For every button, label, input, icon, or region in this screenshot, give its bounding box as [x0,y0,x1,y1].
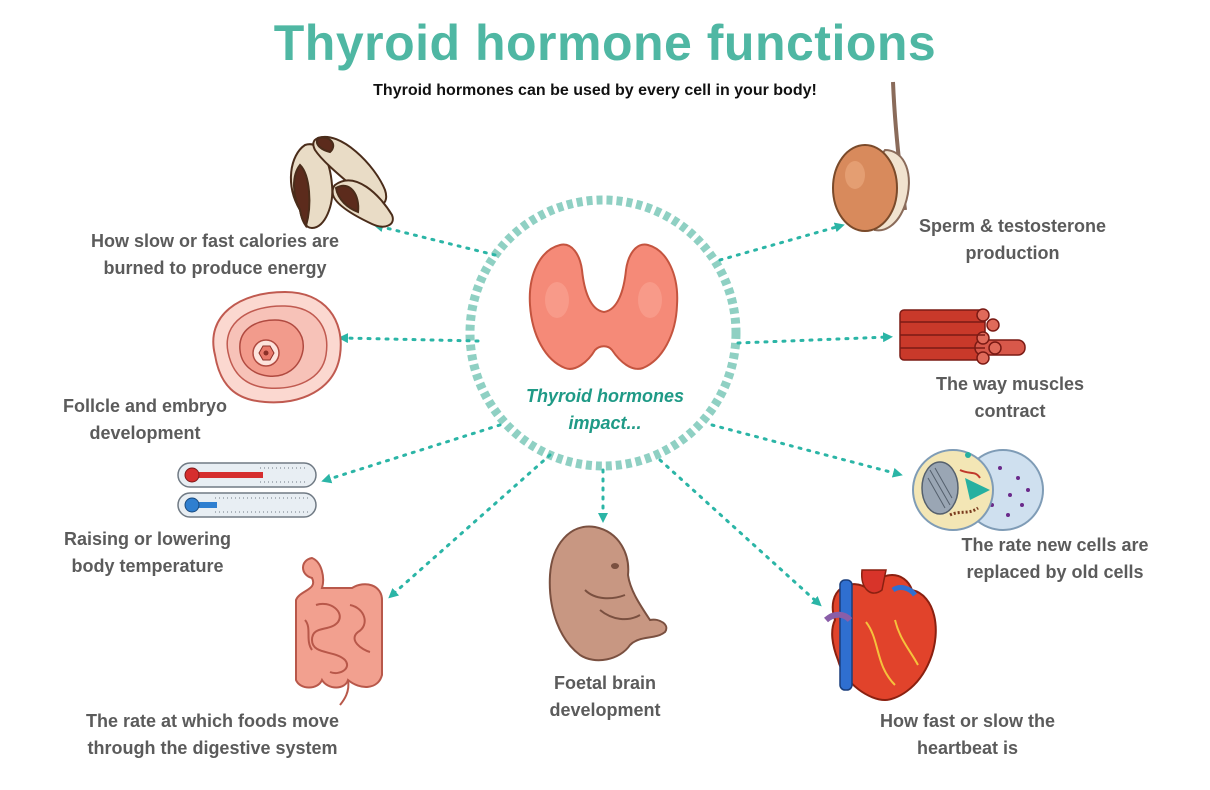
muscle-fibers-icon [899,308,1026,365]
center-caption: Thyroid hormones impact... [495,383,715,437]
center-ring [465,195,741,471]
label-temperature: Raising or lowering body temperature [63,529,232,576]
label-cells: The rate new cells are replaced by old c… [961,535,1149,582]
label-energy: How slow or fast calories are burned to … [90,231,340,278]
arrow-energy [373,222,497,257]
page-subtitle: Thyroid hormones can be used by every ce… [373,82,817,99]
thermometer-icon [177,462,317,518]
label-follicle: Follcle and embryo development [62,396,228,443]
brazil-nuts-icon [289,135,394,230]
arrow-muscles [736,332,893,345]
arrow-temperature [321,423,502,484]
center-caption-line1: Thyroid hormones [525,386,684,406]
arrow-follicle [338,333,480,344]
label-brain: Foetal brain development [549,673,661,720]
label-heartbeat: How fast or slow the heartbeat is [879,711,1056,758]
arrow-heartbeat [658,458,822,607]
thyroid-gland-icon [528,243,679,370]
arrow-digestion [388,453,552,599]
follicle-icon [212,290,342,404]
center-caption-line2: impact... [568,413,642,433]
intestine-icon [295,556,383,706]
fetus-icon [548,525,668,662]
page-title: Thyroid hormone functions [273,15,937,71]
arrow-cells [710,423,903,478]
cell-division-icon [912,449,1044,531]
testis-icon [832,81,910,232]
label-muscles: The way muscles contract [935,374,1085,421]
heart-icon [824,569,937,702]
arrow-sperm [718,222,845,262]
label-sperm: Sperm & testosterone production [918,216,1107,263]
label-digestion: The rate at which foods move through the… [85,711,340,758]
